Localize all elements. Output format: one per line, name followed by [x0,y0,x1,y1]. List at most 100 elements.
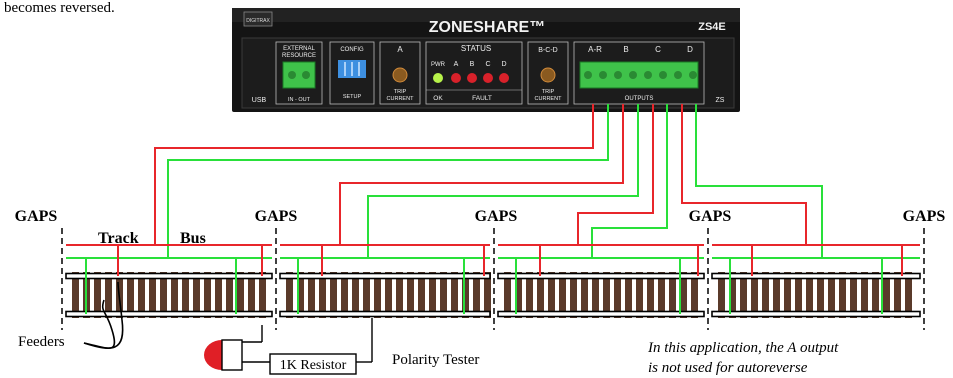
track-tie [817,272,824,318]
track-tie [795,272,802,318]
svg-text:A: A [397,45,403,54]
wire-c-green [591,104,668,258]
track-tie [784,272,791,318]
svg-text:CURRENT: CURRENT [387,96,415,102]
brand-title: ZONESHARE™ [429,19,545,36]
track-tie [680,272,687,318]
track-tie [861,272,868,318]
fault-led-b [467,73,477,83]
track-tie [193,272,200,318]
track-tie [850,272,857,318]
digitrax-logo: DIGITRAX [243,11,273,27]
svg-text:CONFIG: CONFIG [340,47,364,53]
track-tie [94,272,101,318]
track-tie [883,272,890,318]
track-tie [581,272,588,318]
track-tie [636,272,643,318]
track-tie [308,272,315,318]
feeders-arrow-2 [83,281,124,349]
polarity-tester: 1K Resistor [204,318,373,375]
track-tie [418,272,425,318]
track-tie [526,272,533,318]
right-mark: ZS [716,97,725,104]
rail-bottom-3 [497,310,705,318]
bus-label: Bus [180,230,206,247]
feeders-label: Feeders [18,334,65,350]
track-tie [515,272,522,318]
note-line-1: In this application, the A output [647,340,839,356]
track-tie [773,272,780,318]
resistor-box [269,353,357,375]
svg-text:DIGITRAX: DIGITRAX [246,18,270,24]
track-tie [429,272,436,318]
fault-led-d [499,73,509,83]
track-tie [286,272,293,318]
fault-led-a [451,73,461,83]
note-line-2: is not used for autoreverse [648,360,808,376]
svg-text:TRIP: TRIP [394,89,407,95]
svg-text:EXTERNAL: EXTERNAL [283,46,315,52]
svg-text:B-C-D: B-C-D [538,47,557,54]
trip-a-panel: A TRIP CURRENT [379,41,421,105]
wire-d-red [681,104,807,245]
svg-text:D: D [501,61,506,68]
track-tie [894,272,901,318]
track-tie [504,272,511,318]
track-tie [138,272,145,318]
track-tie [806,272,813,318]
rail-top-4 [711,272,921,280]
rail-top-1 [65,272,273,280]
wire-b-green [367,104,639,258]
usb-mark: USB [252,97,267,104]
track-tie [72,272,79,318]
track-tie [248,272,255,318]
track-tie [691,272,698,318]
svg-text:B: B [623,45,628,54]
track-tie [828,272,835,318]
track-tie [548,272,555,318]
svg-text:STATUS: STATUS [461,44,491,53]
rail-bottom-2 [279,310,491,318]
zoneshare-device: DIGITRAX ZONESHARE™ ZS4E EXTERNAL RESOUR… [232,8,740,112]
track-tie [658,272,665,318]
track-tie [603,272,610,318]
track-tie [462,272,469,318]
track-tie [182,272,189,318]
svg-text:CURRENT: CURRENT [535,96,563,102]
svg-text:IN - OUT: IN - OUT [288,97,311,103]
track-tie [330,272,337,318]
external-resource-terminal [282,61,316,89]
pwr-led [433,73,443,83]
rail-top-2 [279,272,491,280]
svg-text:A-R: A-R [588,45,602,54]
wire-a-red [154,104,594,245]
track-tie [407,272,414,318]
config-panel: CONFIG SETUP [329,41,375,105]
svg-text:TRIP: TRIP [542,89,555,95]
track-tie [872,272,879,318]
wire-d-green [695,104,823,258]
feed-wires [154,104,823,258]
track-tie [751,272,758,318]
svg-text:B: B [470,61,475,68]
rail-top-3 [497,272,705,280]
svg-text:FAULT: FAULT [472,95,492,102]
track-tie [647,272,654,318]
status-panel: STATUS PWR A B C D OK FAULT [425,41,523,105]
track-tie [718,272,725,318]
model-label: ZS4E [698,21,726,33]
track-tie [614,272,621,318]
track-tie [127,272,134,318]
polarity-tester-label: Polarity Tester [392,352,479,368]
svg-text:RESOURCE: RESOURCE [282,53,316,59]
trip-bcd-knob [540,67,556,83]
track-tie [570,272,577,318]
gaps-label-5: GAPS [903,208,946,225]
track-tie [171,272,178,318]
external-resource-panel: EXTERNAL RESOURCE IN - OUT [275,41,323,105]
track-tie [319,272,326,318]
wire-c-red [577,104,654,245]
track-tie [473,272,480,318]
track-tie [215,272,222,318]
track-tie [905,272,912,318]
